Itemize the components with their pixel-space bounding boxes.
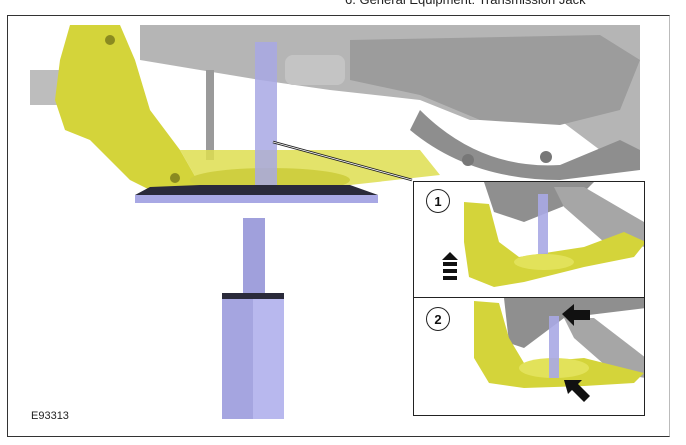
inset-2-illustration (474, 298, 644, 402)
inset-step-2: 2 (413, 297, 645, 416)
inset-1-illustration (442, 182, 644, 287)
callout-2: 2 (426, 307, 450, 331)
figure-frame (7, 15, 670, 437)
figure-id: E93313 (31, 410, 69, 422)
callout-1: 1 (426, 189, 450, 213)
inset-step-1: 1 (413, 181, 645, 298)
section-heading: 6. General Equipment: Transmission Jack (345, 0, 586, 7)
